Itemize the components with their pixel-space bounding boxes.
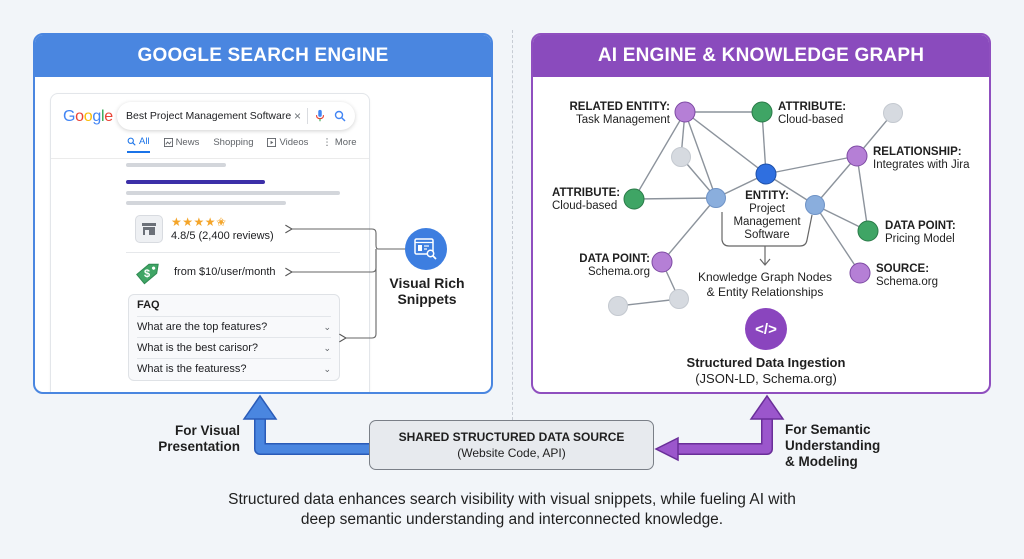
tab-all[interactable]: All: [127, 136, 150, 153]
result-snippet-line-1: [126, 191, 340, 195]
graph-node-neutral: [608, 296, 628, 316]
tabs-divider: [51, 158, 369, 159]
visual-arrow: [255, 418, 370, 454]
store-icon: [135, 215, 163, 243]
tab-shopping[interactable]: Shopping: [213, 137, 254, 148]
entity-label: ENTITY: Project Management Software: [733, 190, 801, 241]
relationship-label: RELATIONSHIP:Integrates with Jira: [873, 146, 970, 171]
data-point-schema-node: [651, 251, 673, 273]
chevron-down-icon: ⌄: [323, 363, 331, 374]
related-entity-label: RELATED ENTITY:Task Management: [569, 101, 670, 126]
data-point-pricing-label: DATA POINT:Pricing Model: [885, 220, 956, 245]
relationship-node: [846, 145, 868, 167]
price-snippet: $ from $10/user/month: [134, 258, 276, 286]
result-url-placeholder: [126, 163, 226, 167]
star-rating: ★★★★✬: [171, 215, 227, 229]
attribute-node-top: [751, 101, 773, 123]
attribute-node-left: [623, 188, 645, 210]
faq-snippet: FAQ What are the top features? ⌄ What is…: [128, 294, 340, 381]
data-point-schema-label: DATA POINT:Schema.org: [579, 253, 650, 278]
search-query-text[interactable]: Best Project Management Software: [126, 110, 292, 122]
semantic-understanding-label: For Semantic Understanding & Modeling: [785, 422, 881, 469]
price-text: from $10/user/month: [174, 266, 276, 278]
graph-node-hub: [706, 188, 726, 208]
price-tag-icon: $: [136, 263, 159, 285]
faq-title: FAQ: [137, 299, 160, 311]
semantic-arrow: [675, 418, 772, 454]
search-tabs: All News Shopping Videos ⋮ More: [127, 136, 357, 153]
shared-data-source-box: SHARED STRUCTURED DATA SOURCE (Website C…: [369, 420, 654, 470]
code-icon: </>: [745, 308, 787, 350]
graph-node-neutral: [883, 103, 903, 123]
video-icon: [267, 138, 277, 147]
semantic-arrow-tail-head: [654, 436, 679, 462]
google-panel-title: GOOGLE SEARCH ENGINE: [35, 35, 491, 77]
rating-connector: [285, 224, 405, 250]
faq-item[interactable]: What are the top features? ⌄: [137, 316, 331, 337]
microphone-icon[interactable]: [314, 109, 326, 123]
visual-arrow-head: [242, 394, 278, 420]
rich-row-divider: [126, 252, 340, 253]
source-node: [849, 262, 871, 284]
search-icon[interactable]: [334, 110, 346, 122]
graph-caption: Knowledge Graph Nodes & Entity Relations…: [697, 270, 833, 299]
source-title: SHARED STRUCTURED DATA SOURCE: [398, 430, 625, 444]
rating-snippet: ★★★★✬ 4.8/5 (2,400 reviews): [135, 215, 274, 243]
chevron-down-icon: ⌄: [323, 321, 331, 332]
semantic-arrow-outline: [675, 418, 773, 455]
entity-node: [755, 163, 777, 185]
visual-arrow-outline: [254, 418, 370, 455]
footer-caption: Structured data enhances search visibili…: [228, 491, 796, 528]
tab-news[interactable]: News: [163, 136, 199, 153]
graph-node-neutral: [671, 147, 691, 167]
search-input[interactable]: Best Project Management Software ×: [117, 102, 355, 130]
visual-presentation-label: For Visual Presentation: [158, 423, 240, 454]
related-entity-node: [674, 101, 696, 123]
faq-connector: [339, 249, 377, 343]
graph-node-hub: [805, 195, 825, 215]
result-snippet-line-2: [126, 201, 286, 205]
search-separator: [307, 108, 308, 124]
attribute-top-label: ATTRIBUTE:Cloud-based: [778, 101, 847, 126]
graph-node-neutral: [669, 289, 689, 309]
google-logo: Google: [63, 108, 113, 125]
chevron-down-icon: ⌄: [323, 342, 331, 353]
source-subtitle: (Website Code, API): [457, 446, 566, 460]
search-icon: [127, 137, 136, 146]
clear-icon[interactable]: ×: [293, 109, 301, 123]
ingestion-title: Structured Data Ingestion: [686, 355, 846, 370]
source-label: SOURCE:Schema.org: [876, 263, 939, 288]
visual-rich-snippets-label: Visual Rich Snippets: [389, 275, 465, 307]
result-title-link[interactable]: [126, 180, 265, 184]
tab-more[interactable]: ⋮ More: [322, 137, 357, 148]
data-point-pricing-node: [857, 220, 879, 242]
panel-divider: [512, 30, 513, 425]
faq-item[interactable]: What is the best carisor? ⌄: [137, 337, 331, 358]
news-icon: [163, 138, 173, 147]
svg-text:$: $: [144, 268, 150, 280]
ingestion-subtitle: (JSON-LD, Schema.org): [695, 371, 837, 386]
rating-text: 4.8/5 (2,400 reviews): [171, 230, 274, 242]
attribute-left-label: ATTRIBUTE:Cloud-based: [552, 187, 621, 212]
rich-snippet-icon: [405, 228, 447, 270]
faq-item[interactable]: What is the featuress? ⌄: [137, 358, 331, 379]
semantic-arrow-head: [749, 394, 785, 420]
tab-videos[interactable]: Videos: [267, 136, 308, 153]
ai-panel-title: AI ENGINE & KNOWLEDGE GRAPH: [533, 35, 989, 77]
more-vert-icon: ⋮: [322, 137, 332, 148]
